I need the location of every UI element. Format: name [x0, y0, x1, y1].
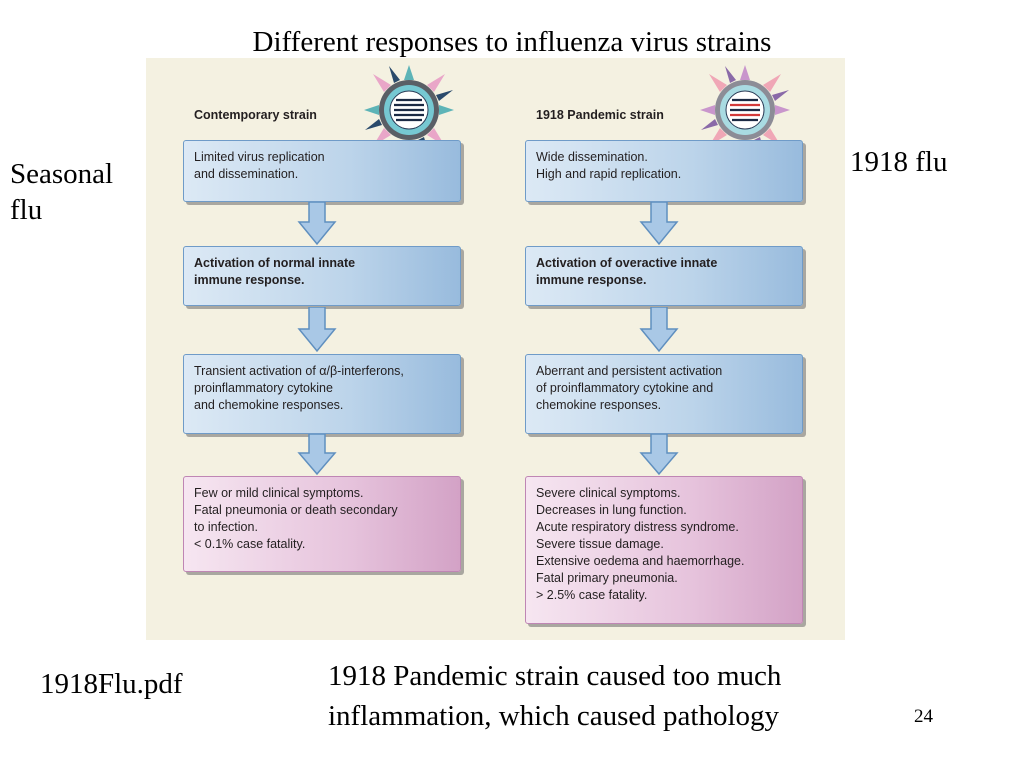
box-line: Activation of overactive innate: [536, 256, 718, 270]
pandemic-strain-heading: 1918 Pandemic strain: [536, 108, 664, 122]
seasonal-flu-label: Seasonal flu: [10, 156, 113, 228]
box-line: Acute respiratory distress syndrome.: [536, 520, 739, 534]
pandemic-box-cytokine: Aberrant and persistent activation of pr…: [525, 354, 803, 434]
box-line: Severe tissue damage.: [536, 537, 664, 551]
box-line: Extensive oedema and haemorrhage.: [536, 554, 745, 568]
box-line: Aberrant and persistent activation: [536, 364, 723, 378]
box-line: to infection.: [194, 520, 258, 534]
box-line: > 2.5% case fatality.: [536, 588, 648, 602]
source-filename: 1918Flu.pdf: [40, 668, 183, 700]
pandemic-box-outcome: Severe clinical symptoms. Decreases in l…: [525, 476, 803, 624]
box-line: Limited virus replication: [194, 150, 325, 164]
page-number: 24: [914, 706, 933, 727]
left-label-line-2: flu: [10, 194, 43, 226]
box-line: Activation of normal innate: [194, 256, 356, 270]
box-line: < 0.1% case fatality.: [194, 537, 306, 551]
box-line: and dissemination.: [194, 167, 299, 181]
box-line: proinflammatory cytokine: [194, 381, 333, 395]
box-line: Fatal pneumonia or death secondary: [194, 503, 398, 517]
contemporary-box-cytokine: Transient activation of α/β-interferons,…: [183, 354, 461, 434]
contemporary-virus-icon: [364, 65, 454, 155]
immune-response-figure: Contemporary strain 1918 Pandemic strain…: [146, 58, 845, 640]
pandemic-box-replication: Wide dissemination. High and rapid repli…: [525, 140, 803, 202]
box-line: Wide dissemination.: [536, 150, 648, 164]
box-line: High and rapid replication.: [536, 167, 682, 181]
down-arrow-icon: [639, 307, 679, 353]
box-line: immune response.: [536, 273, 647, 287]
box-line: Transient activation of α/β-interferons,: [194, 364, 404, 378]
down-arrow-icon: [297, 434, 337, 476]
left-label-line-1: Seasonal: [10, 158, 114, 190]
contemporary-box-outcome: Few or mild clinical symptoms. Fatal pne…: [183, 476, 461, 572]
box-line: immune response.: [194, 273, 305, 287]
pandemic-virus-icon: [700, 65, 790, 155]
box-line: and chemokine responses.: [194, 398, 344, 412]
down-arrow-icon: [639, 434, 679, 476]
caption-line-2: inflammation, which caused pathology: [328, 700, 780, 732]
pandemic-box-innate-response: Activation of overactive innate immune r…: [525, 246, 803, 306]
down-arrow-icon: [297, 202, 337, 246]
box-line: Few or mild clinical symptoms.: [194, 486, 364, 500]
contemporary-strain-heading: Contemporary strain: [194, 108, 317, 122]
box-line: Decreases in lung function.: [536, 503, 687, 517]
box-line: Severe clinical symptoms.: [536, 486, 681, 500]
slide-title: Different responses to influenza virus s…: [252, 26, 772, 58]
box-line: chemokine responses.: [536, 398, 662, 412]
box-line: Fatal primary pneumonia.: [536, 571, 678, 585]
down-arrow-icon: [639, 202, 679, 246]
contemporary-box-innate-response: Activation of normal innate immune respo…: [183, 246, 461, 306]
caption-line-1: 1918 Pandemic strain caused too much: [328, 660, 782, 692]
1918-flu-label: 1918 flu: [850, 146, 948, 178]
slide-caption: 1918 Pandemic strain caused too much inf…: [328, 656, 781, 736]
down-arrow-icon: [297, 307, 337, 353]
contemporary-box-replication: Limited virus replication and disseminat…: [183, 140, 461, 202]
box-line: of proinflammatory cytokine and: [536, 381, 714, 395]
